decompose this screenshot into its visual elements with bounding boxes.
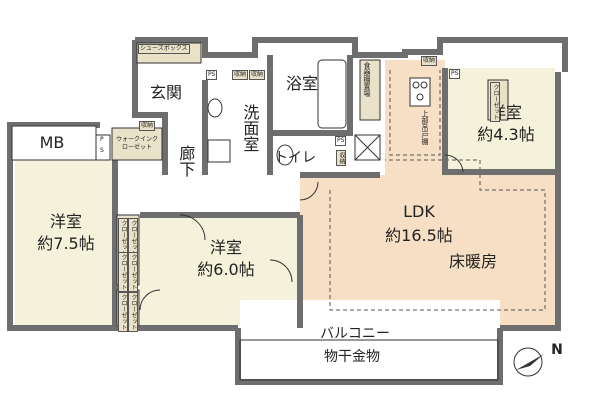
western-b-name: 洋室 bbox=[209, 237, 243, 257]
s-tag: S bbox=[100, 147, 104, 154]
kitchen-outline bbox=[389, 70, 441, 156]
corridor-label: 廊下 bbox=[176, 145, 196, 177]
storage-tag-1: 収納 bbox=[232, 70, 249, 80]
western-a-floor bbox=[15, 160, 115, 328]
ps-tag-3: PS bbox=[335, 136, 347, 146]
mb-label: MB bbox=[39, 132, 65, 152]
bathroom-label: 浴室 bbox=[285, 73, 319, 93]
drying-hardware-label: 物干金物 bbox=[321, 348, 383, 366]
compass-north-label: N bbox=[551, 341, 563, 358]
corridor-floor bbox=[165, 115, 205, 215]
western-a-size: 約7.5帖 bbox=[37, 233, 95, 253]
western-b-size: 約6.0帖 bbox=[197, 259, 255, 279]
shelf-label: 食器棚置場 bbox=[363, 62, 372, 97]
western-c-size: 約4.3帖 bbox=[477, 124, 535, 144]
closet-tag-3: クローゼット bbox=[118, 252, 128, 292]
ps-tag-2: PS bbox=[449, 69, 461, 79]
balcony-label: バルコニー bbox=[320, 325, 390, 342]
floor-heating-label: 床暖房 bbox=[448, 251, 498, 271]
storage-tag-5: 収納 bbox=[336, 150, 346, 166]
closet-tag-7: クローゼット bbox=[490, 82, 500, 122]
western-a-name: 洋室 bbox=[49, 211, 83, 231]
storage-tag-3: 収納 bbox=[421, 56, 438, 66]
closet-tag-5: クローゼット bbox=[118, 292, 128, 332]
ldk-size: 約16.5帖 bbox=[385, 225, 453, 245]
genkan-label: 玄関 bbox=[149, 82, 183, 102]
toilet-label: トイレ bbox=[274, 150, 316, 166]
p-tag: P bbox=[100, 136, 104, 143]
floor-heating-outline bbox=[329, 159, 546, 311]
genkan-floor bbox=[135, 65, 200, 115]
walkin-closet-label: ウォークインクローゼット bbox=[115, 136, 158, 151]
upper-cabinet-label: 上部吊戸棚 bbox=[421, 110, 430, 145]
closet-tag-4: クローゼット bbox=[128, 252, 138, 292]
closet-tag-6: クローゼット bbox=[128, 292, 138, 332]
storage-tag-2: 収納 bbox=[249, 70, 266, 80]
ps-tag-1: PS bbox=[206, 70, 218, 80]
walls bbox=[7, 37, 568, 385]
washroom-label: 洗面室 bbox=[240, 104, 260, 152]
storage-tag-4: 収納 bbox=[139, 121, 156, 131]
ldk-name: LDK bbox=[403, 201, 435, 221]
compass-icon bbox=[513, 347, 544, 377]
shoes-box-label: シューズボックス bbox=[138, 44, 190, 54]
